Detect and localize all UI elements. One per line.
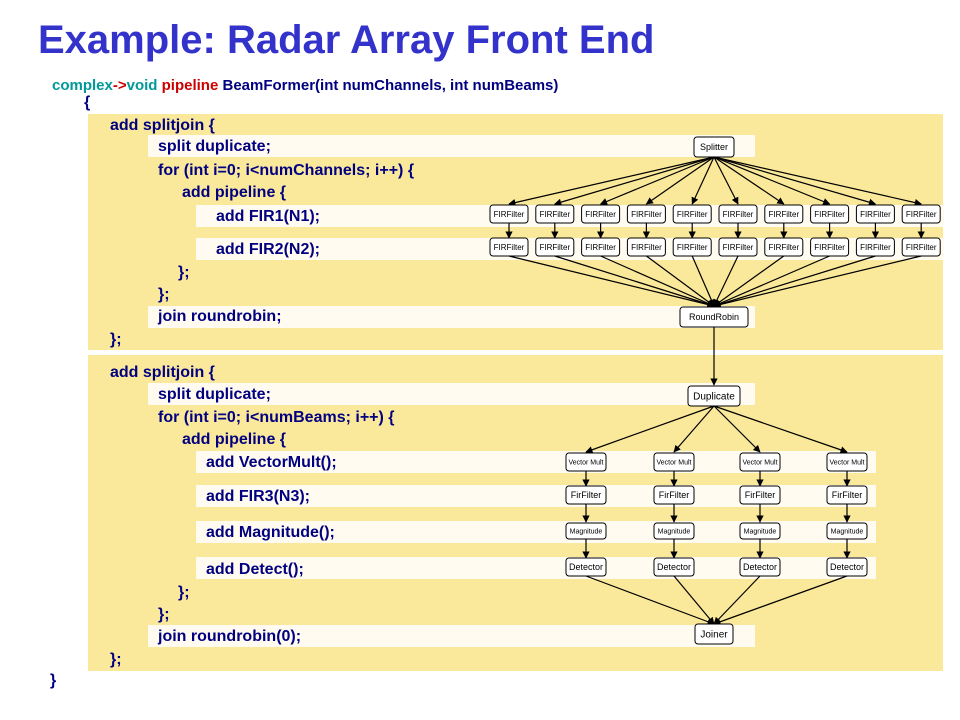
code2-line6: add FIR3(N3);	[206, 488, 310, 505]
code2-line7: add Magnitude();	[206, 524, 335, 541]
band-join-1	[148, 306, 755, 328]
code2-line9: };	[178, 584, 190, 601]
code1-line10: };	[110, 331, 122, 348]
sig-type: complex	[52, 77, 113, 94]
code2-line4: add pipeline {	[182, 431, 287, 448]
code2-line12: };	[110, 651, 122, 668]
sig-rest: BeamFormer(int numChannels, int numBeams…	[222, 77, 559, 94]
open-brace: {	[84, 94, 91, 111]
sig-kind: pipeline	[161, 77, 219, 94]
close-brace: }	[50, 672, 57, 689]
code1-line6: add FIR2(N2);	[216, 241, 320, 258]
code2-line11: join roundrobin(0);	[158, 628, 302, 645]
code1-line8: };	[158, 286, 170, 303]
code1-line9: join roundrobin;	[158, 308, 282, 325]
pipeline-signature: complex->void pipeline BeamFormer(int nu…	[52, 77, 558, 94]
band-vectormult	[196, 451, 876, 473]
band-split-2	[148, 383, 755, 405]
code1-line3: for (int i=0; i<numChannels; i++) {	[158, 162, 415, 179]
code1-line2: split duplicate;	[158, 138, 271, 155]
band-fir3	[196, 485, 876, 507]
code2-line2: split duplicate;	[158, 386, 271, 403]
band-split-1	[148, 135, 755, 157]
code1-line1: add splitjoin {	[110, 117, 215, 134]
code2-line3: for (int i=0; i<numBeams; i++) {	[158, 409, 395, 426]
code1-line7: };	[178, 264, 190, 281]
sig-ret: void	[126, 77, 158, 94]
code2-line10: };	[158, 606, 170, 623]
code2-line8: add Detect();	[206, 561, 304, 578]
code1-line4: add pipeline {	[182, 184, 287, 201]
slide-title: Example: Radar Array Front End	[38, 18, 655, 62]
band-magnitude	[196, 521, 876, 543]
code2-line1: add splitjoin {	[110, 364, 215, 381]
band-detect	[196, 557, 876, 579]
code2-line5: add VectorMult();	[206, 454, 337, 471]
sig-arrow: ->	[112, 77, 127, 94]
code1-line5: add FIR1(N1);	[216, 208, 320, 225]
band-join-2	[148, 625, 755, 647]
